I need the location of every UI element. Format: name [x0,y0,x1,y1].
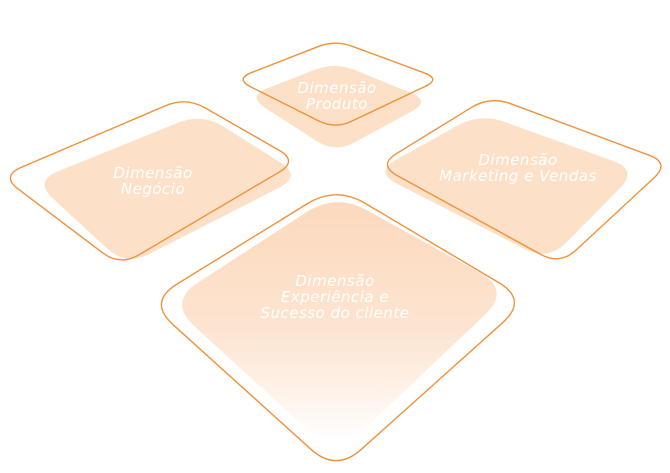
marketing-outline [386,99,662,260]
produto-outline [242,42,434,126]
label-line: Dimensão [113,164,193,182]
label-line: Dimensão [297,79,377,97]
label-line: Dimensão [295,272,375,290]
label-line: Dimensão [478,151,558,169]
label-dimensao-negocio: Dimensão Negócio [113,165,192,197]
marketing-fill [385,118,628,254]
label-dimensao-produto: Dimensão Produto [297,80,376,112]
label-line: Marketing e Vendas [439,167,597,185]
label-dimensao-marketing: Dimensão Marketing e Vendas [439,152,597,184]
produto-fill [256,66,422,148]
label-line: Negócio [120,180,186,198]
negocio-outline [9,101,290,261]
label-line: Sucesso do cliente [260,304,410,322]
label-line: Experiência e [280,288,390,306]
experiencia-fill [182,202,497,444]
label-line: Produto [306,95,368,113]
negocio-fill [44,118,291,259]
experiencia-outline [160,194,516,462]
label-dimensao-experiencia: Dimensão Experiência e Sucesso do client… [261,273,410,321]
